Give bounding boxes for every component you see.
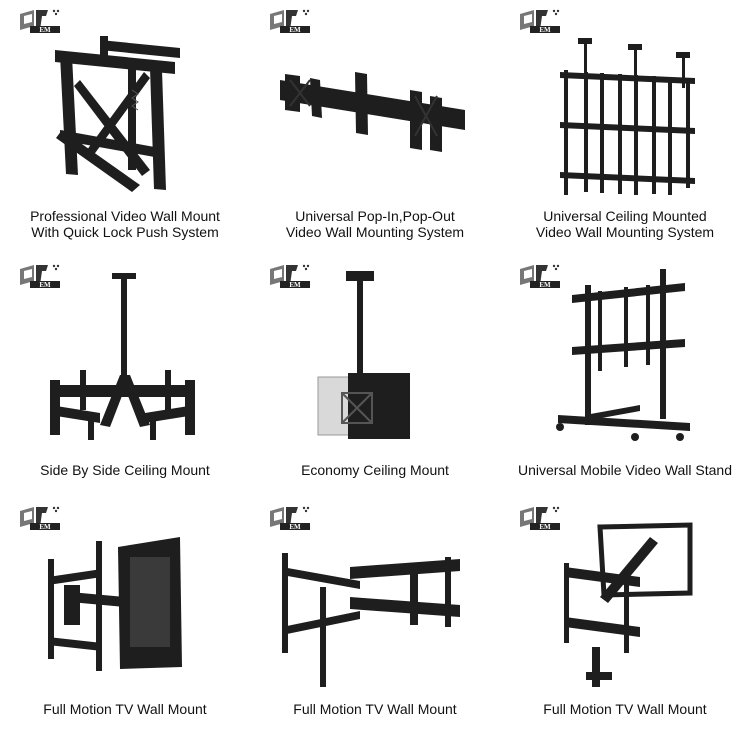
brand-logo-icon: EM: [270, 506, 310, 531]
product-caption: Universal Pop-In,Pop-Out Video Wall Moun…: [250, 208, 500, 240]
side-by-side-ceiling-mount-icon: [50, 273, 195, 440]
product-caption: Professional Video Wall Mount With Quick…: [0, 208, 250, 240]
product-caption: Full Motion TV Wall Mount: [543, 701, 707, 717]
product-card-5[interactable]: EM Economy Ceiling Mount: [250, 255, 500, 485]
product-card-8[interactable]: EM Full Motion TV Wall Mount: [250, 497, 500, 732]
brand-logo-icon: EM: [520, 506, 560, 531]
brand-logo-icon: EM: [270, 264, 310, 289]
brand-logo-text: EM: [39, 523, 51, 531]
brand-logo-text: EM: [289, 26, 301, 34]
product-card-6[interactable]: EM Universal Mobile Video Wall Stand: [500, 255, 750, 485]
caption-line-2: With Quick Lock Push System: [31, 224, 219, 240]
brand-logo-text: EM: [39, 281, 51, 289]
brand-logo-icon: EM: [20, 264, 60, 289]
product-card-1[interactable]: EM Professional Video Wall Mount With Qu…: [0, 0, 250, 245]
brand-logo-icon: EM: [520, 9, 560, 34]
brand-logo-icon: EM: [20, 9, 60, 34]
caption-line-2: Video Wall Mounting System: [535, 224, 715, 240]
product-caption: Side By Side Ceiling Mount: [40, 462, 210, 478]
brand-logo-icon: EM: [520, 264, 560, 289]
full-motion-mount-c-icon: [564, 522, 693, 687]
brand-logo-text: EM: [539, 281, 551, 289]
product-caption: Economy Ceiling Mount: [301, 462, 449, 478]
caption-line-1: Universal Pop-In,Pop-Out: [295, 208, 455, 224]
ceiling-video-wall-mount-icon: [560, 38, 695, 195]
product-card-2[interactable]: EM Universal Pop-In,Pop-Out Video Wall M…: [250, 0, 500, 245]
product-card-3[interactable]: EM Universal Ceiling Mounted Video Wall …: [500, 0, 750, 245]
video-wall-push-mount-icon: [55, 36, 180, 192]
brand-logo-text: EM: [539, 523, 551, 531]
product-caption: Universal Ceiling Mounted Video Wall Mou…: [500, 208, 750, 240]
caption-line-2: Video Wall Mounting System: [285, 224, 465, 240]
caption-line-1: Professional Video Wall Mount: [30, 208, 220, 224]
product-card-7[interactable]: EM Full Motion TV Wall Mount: [0, 497, 250, 732]
brand-logo-text: EM: [289, 523, 301, 531]
brand-logo-icon: EM: [20, 506, 60, 531]
economy-ceiling-mount-icon: [317, 271, 410, 439]
product-caption: Full Motion TV Wall Mount: [293, 701, 457, 717]
product-caption: Universal Mobile Video Wall Stand: [518, 462, 732, 478]
product-card-4[interactable]: EM Side By Side Ceiling Mount: [0, 255, 250, 485]
caption-line-1: Universal Ceiling Mounted: [543, 208, 707, 224]
mobile-video-wall-stand-icon: [556, 269, 690, 441]
brand-logo-icon: EM: [270, 9, 310, 34]
full-motion-mount-b-icon: [282, 553, 460, 687]
pop-in-pop-out-mount-icon: [280, 72, 465, 152]
brand-logo-text: EM: [539, 26, 551, 34]
product-card-9[interactable]: EM Full Motion TV Wall Mount: [500, 497, 750, 732]
brand-logo-text: EM: [39, 26, 51, 34]
product-caption: Full Motion TV Wall Mount: [43, 701, 207, 717]
brand-logo-text: EM: [289, 281, 301, 289]
full-motion-mount-a-icon: [48, 537, 182, 671]
